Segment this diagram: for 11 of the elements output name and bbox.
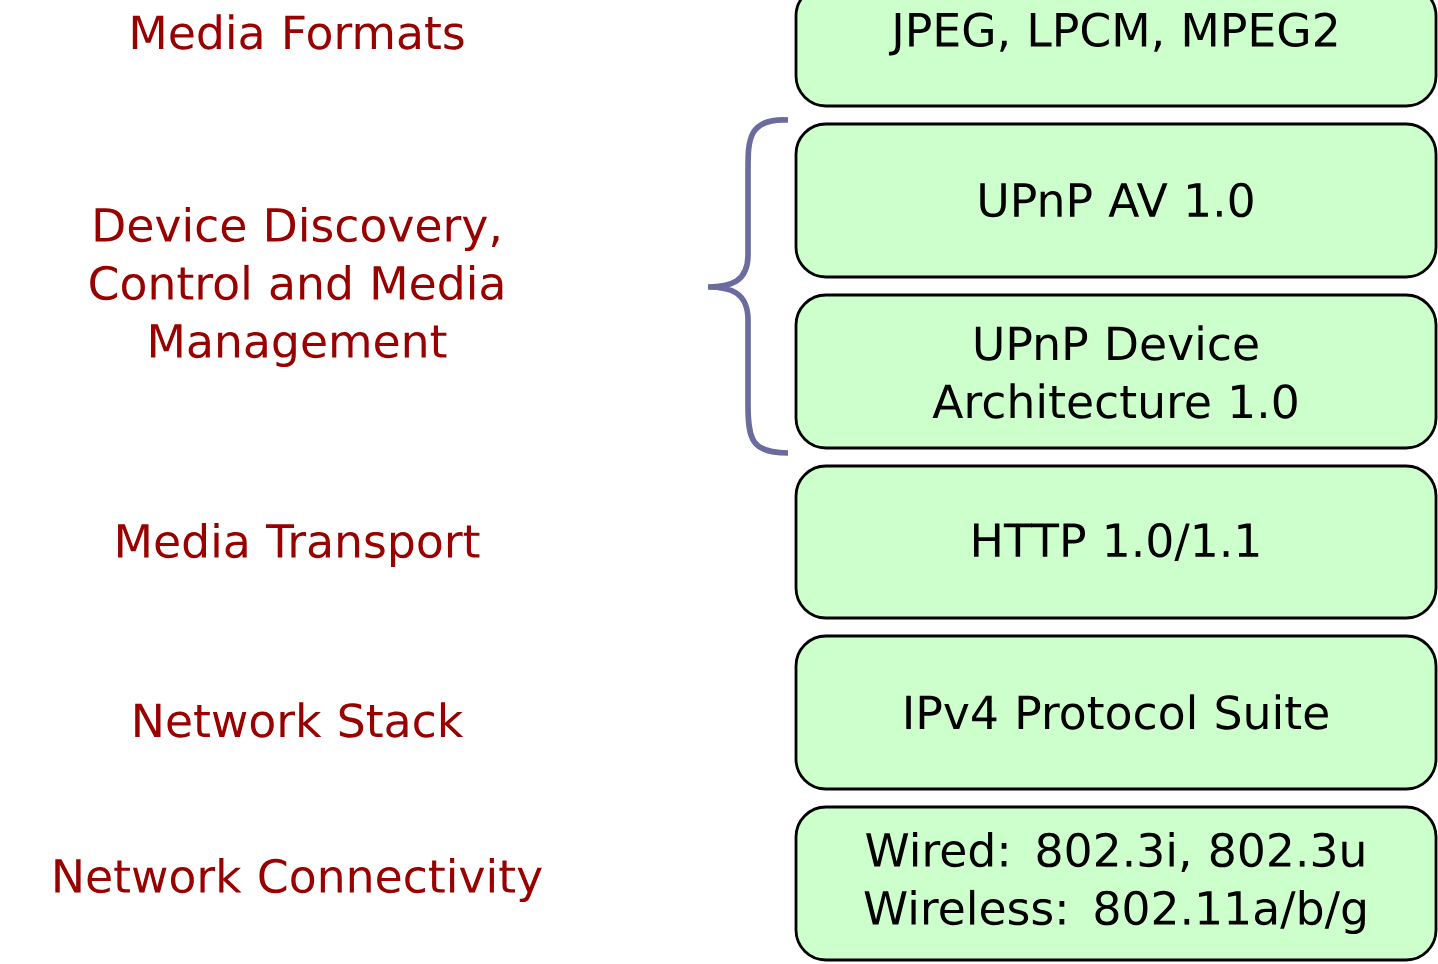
layer-label: Device Discovery, Control and Media Management bbox=[90, 206, 503, 368]
layer-label: Network Stack bbox=[135, 702, 464, 738]
layer-label: Network Connectivity bbox=[55, 857, 542, 903]
protocol-box: Wired: 802.3i, 802.3u Wireless: 802.11a/b/g bbox=[794, 805, 1438, 962]
layer-label: Media Transport bbox=[118, 522, 480, 568]
protocol-box: IPv4 Protocol Suite bbox=[794, 634, 1438, 791]
protocol-box: HTTP 1.0/1.1 bbox=[794, 464, 1438, 620]
protocol-box: JPEG, LPCM, MPEG2 bbox=[794, 0, 1438, 108]
layer-label: Media Formats bbox=[132, 14, 464, 50]
protocol-box: UPnP Device Architecture 1.0 bbox=[794, 293, 1438, 450]
protocol-box: UPnP AV 1.0 bbox=[794, 122, 1438, 279]
